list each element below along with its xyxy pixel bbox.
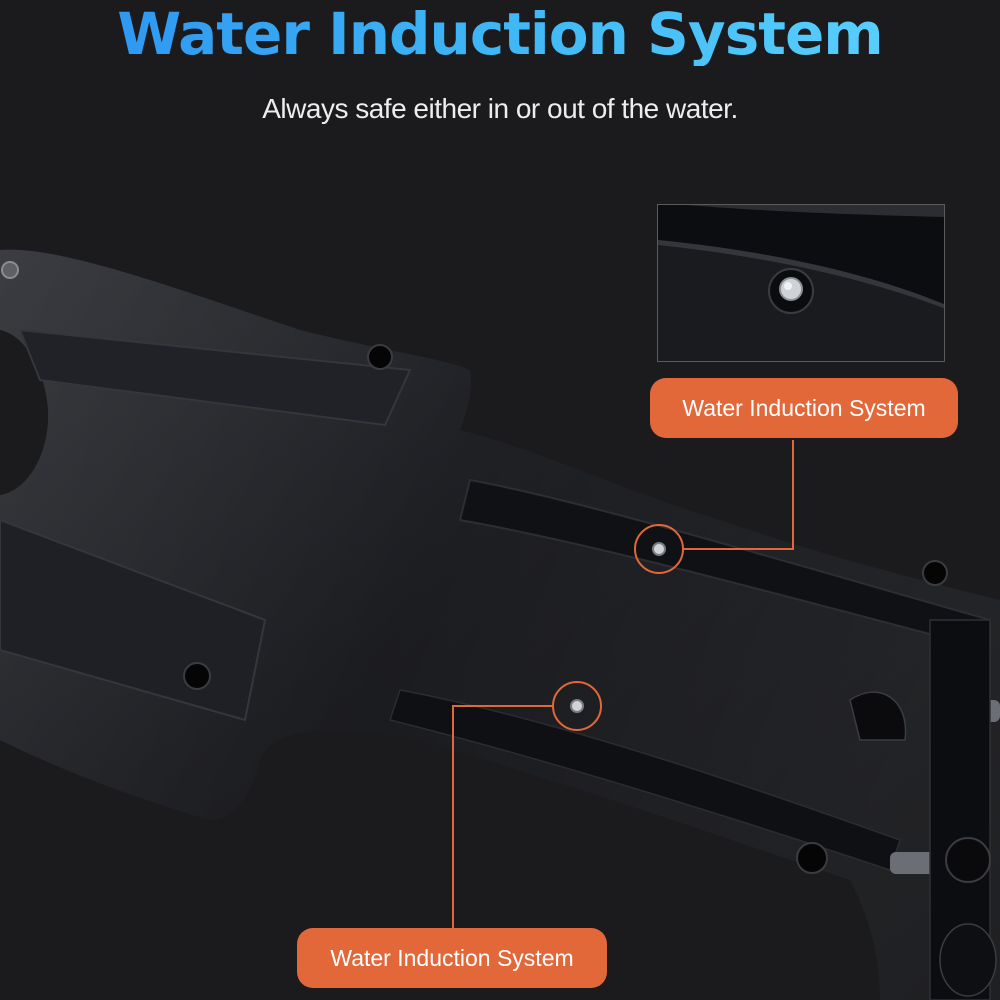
propeller-blade (939, 923, 997, 997)
mount-hole (922, 560, 948, 586)
leader-line (683, 440, 794, 550)
propeller-hub (945, 837, 991, 883)
leader-line (452, 705, 553, 928)
screw (1, 261, 19, 279)
sensor-pin (652, 542, 666, 556)
upper-rail (18, 328, 412, 427)
page-subtitle: Always safe either in or out of the wate… (262, 93, 738, 124)
mount-hole (367, 344, 393, 370)
page-title: Water Induction System (0, 2, 1000, 66)
callout-label-bottom: Water Induction System (297, 928, 607, 988)
lower-center-groove (389, 689, 901, 871)
mount-hole (183, 662, 211, 690)
callout-label-top: Water Induction System (650, 378, 958, 438)
sensor-pin (570, 699, 584, 713)
rudder-bracket (849, 691, 907, 741)
sensor-closeup-inset (657, 204, 945, 362)
closeup-photo (658, 205, 944, 361)
mount-hole (796, 842, 828, 874)
